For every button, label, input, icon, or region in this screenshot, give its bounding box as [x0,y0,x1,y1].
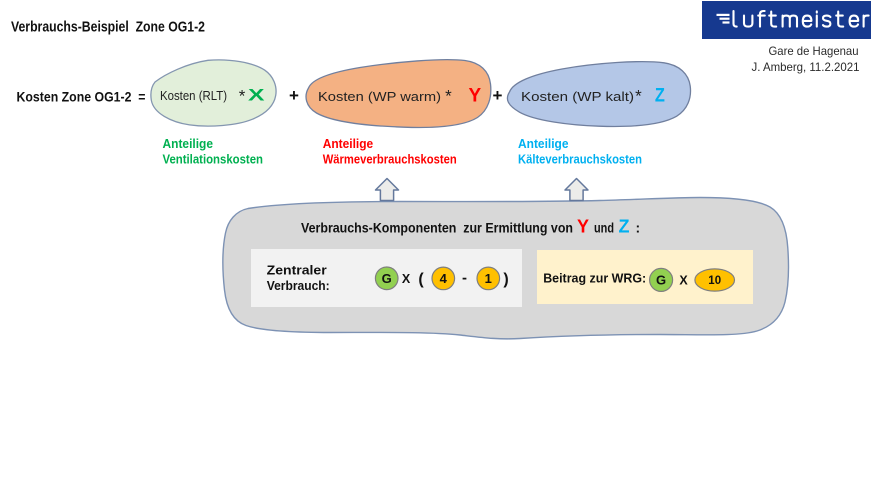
svg-text:*: * [239,87,246,106]
svg-text:Kosten Zone OG1-2 =: Kosten Zone OG1-2 = [17,89,146,104]
svg-text:Wärmeverbrauchskosten: Wärmeverbrauchskosten [323,153,457,167]
svg-text:4: 4 [440,271,448,286]
svg-text:Verbrauch:: Verbrauch: [267,278,330,293]
svg-text:1: 1 [485,271,492,286]
svg-text:10: 10 [708,275,721,287]
svg-text:Beitrag zur WRG:: Beitrag zur WRG: [543,271,646,286]
svg-text:Anteilige: Anteilige [163,137,214,151]
svg-text::: : [636,220,641,236]
svg-text:Anteilige: Anteilige [518,137,569,151]
svg-text:X: X [402,272,411,286]
svg-text:Y: Y [577,217,589,237]
svg-text:Verbrauchs-Beispiel Zone OG1-: Verbrauchs-Beispiel Zone OG1-2 [11,18,205,35]
svg-text:+: + [289,86,299,105]
svg-text:Anteilige: Anteilige [323,137,374,151]
svg-text:Kälteverbrauchskosten: Kälteverbrauchskosten [518,153,642,167]
svg-text:Ventilationskosten: Ventilationskosten [163,153,264,167]
svg-text:*: * [445,87,452,106]
svg-text:Z: Z [619,217,630,237]
svg-text:Kosten (WP kalt): Kosten (WP kalt) [521,89,634,104]
svg-text:*: * [635,87,642,106]
svg-text:Verbrauchs-Komponenten zur Er: Verbrauchs-Komponenten zur Ermittlung vo… [301,220,573,236]
svg-text:und: und [594,220,614,236]
svg-text:G: G [382,271,392,286]
svg-text:X: X [679,273,688,287]
svg-text:-: - [462,270,467,287]
svg-text:Gare de Hagenau: Gare de Hagenau [769,44,859,58]
svg-text:+: + [493,86,503,105]
svg-text:Kosten (RLT): Kosten (RLT) [160,88,227,103]
svg-text:J. Amberg, 11.2.2021: J. Amberg, 11.2.2021 [752,60,860,74]
svg-text:Z: Z [655,85,665,106]
svg-text:Zentraler: Zentraler [267,262,327,277]
svg-text:Kosten (WP warm): Kosten (WP warm) [318,89,441,104]
svg-text:G: G [656,273,666,288]
svg-text:Y: Y [469,85,482,106]
svg-text:(: ( [418,271,424,288]
svg-text:): ) [503,271,508,288]
svg-text:X: X [248,86,265,105]
